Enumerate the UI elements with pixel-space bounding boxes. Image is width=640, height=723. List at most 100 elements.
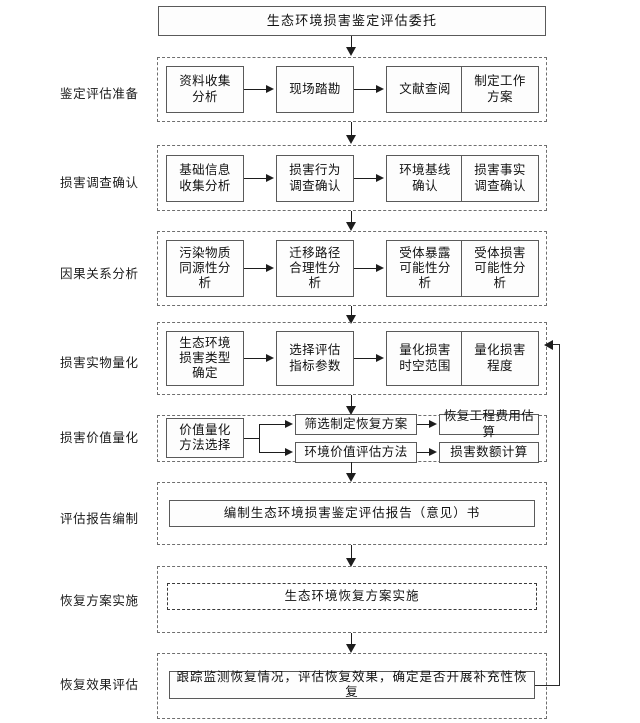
node-quantify-damage-degree: 量化损害程度 <box>461 331 539 386</box>
stage-label-report: 评估报告编制 <box>60 513 139 526</box>
node-line: 方法选择 <box>179 438 231 452</box>
stage-label-preparation: 鉴定评估准备 <box>60 88 139 101</box>
arrowhead-phy-1-2 <box>266 354 274 362</box>
node-line: 现场踏勘 <box>289 81 341 96</box>
node-line: 受体暴露 <box>399 245 451 260</box>
node-line: 方案 <box>487 89 513 104</box>
connector-phy-1-2 <box>244 358 268 360</box>
stage-label-effect-evaluation-text: 恢复效果评估 <box>60 678 139 692</box>
node-line: 调查确认 <box>289 178 341 193</box>
node-literature-review: 文献查阅 <box>386 66 464 113</box>
stage-container-report <box>157 482 547 545</box>
stage-label-value-quantification: 损害价值量化 <box>60 432 139 445</box>
connector-value-bus-vertical <box>259 424 261 453</box>
stage-label-investigation: 损害调查确认 <box>60 177 139 190</box>
node-line: 环境基线 <box>399 163 451 178</box>
node-line: 同源性分 <box>179 260 231 275</box>
node-line: 可能性分 <box>474 260 526 275</box>
node-line: 析 <box>493 276 507 291</box>
connector-prep-2-3 <box>354 89 378 91</box>
connector-value-bus-lower <box>259 452 287 454</box>
node-line: 析 <box>198 276 212 291</box>
stage-label-investigation-text: 损害调查确认 <box>60 176 139 190</box>
connector-report-to-restoration <box>351 545 353 561</box>
stage-label-physical-quantification-text: 损害实物量化 <box>60 356 139 370</box>
connector-restoration-to-cost <box>417 424 431 426</box>
node-line: 迁移路径 <box>289 245 341 260</box>
connector-prep-1-2 <box>244 89 268 91</box>
arrowhead-report-to-restoration <box>346 558 356 567</box>
connector-inv-2-3 <box>354 178 378 180</box>
node-line: 损害数额计算 <box>450 444 528 459</box>
node-line: 编制生态环境损害鉴定评估报告（意见）书 <box>223 505 481 520</box>
stage-container-restoration <box>157 566 547 633</box>
node-damage-type-determination: 生态环境损害类型确定 <box>166 331 244 386</box>
feedback-loop-top-segment <box>552 344 560 346</box>
arrowhead-prep-2-3 <box>376 85 384 93</box>
node-line: 筛选制定恢复方案 <box>304 416 408 431</box>
node-line: 合理性分 <box>289 260 341 275</box>
node-line: 确认 <box>412 178 438 193</box>
node-line: 选择评估 <box>289 343 341 358</box>
node-damage-amount-calculation: 损害数额计算 <box>439 442 539 463</box>
node-line: 污染物质 <box>179 245 231 260</box>
arrowhead-value-to-restoration-plan <box>285 420 293 428</box>
stage-label-report-text: 评估报告编制 <box>60 512 139 526</box>
node-value-quantification-method: 价值量化方法选择 <box>166 418 244 458</box>
node-line: 损害事实 <box>474 163 526 178</box>
stage-label-preparation-text: 鉴定评估准备 <box>60 87 139 101</box>
node-line: 时空范围 <box>399 358 451 373</box>
node-data-collection-analysis: 资料收集分析 <box>166 66 244 113</box>
arrowhead-feedback-loop <box>544 340 553 350</box>
node-line: 析 <box>308 276 322 291</box>
arrowhead-cau-1-2 <box>266 264 274 272</box>
arrowhead-investigation-to-causation <box>346 222 356 231</box>
arrowhead-cau-2-3 <box>376 264 384 272</box>
node-line: 价值量化 <box>179 422 231 437</box>
node-line: 调查确认 <box>474 178 526 193</box>
node-select-indicators: 选择评估指标参数 <box>276 331 354 386</box>
arrowhead-entry-to-prep <box>346 47 356 56</box>
feedback-loop-bottom-segment <box>535 685 560 687</box>
node-receptor-damage: 受体损害可能性分析 <box>461 240 539 297</box>
connector-valuation-to-amount <box>417 452 431 454</box>
node-track-monitor-restoration: 跟踪监测恢复情况，评估恢复效果，确定是否开展补充性恢复 <box>169 670 535 699</box>
connector-physical-to-value <box>351 395 353 409</box>
node-line: 确定 <box>192 366 218 381</box>
node-pollutant-homology: 污染物质同源性分析 <box>166 240 244 297</box>
connector-investigation-to-causation <box>351 211 353 225</box>
node-line: 量化损害 <box>399 343 451 358</box>
entry-node-label: 生态环境损害鉴定评估委托 <box>266 13 438 29</box>
node-environmental-baseline: 环境基线确认 <box>386 155 464 202</box>
node-env-value-assessment-method: 环境价值评估方法 <box>295 442 417 463</box>
node-compile-assessment-report: 编制生态环境损害鉴定评估报告（意见）书 <box>169 500 535 527</box>
connector-causation-to-physical <box>351 306 353 318</box>
node-line: 分析 <box>192 89 218 104</box>
arrowhead-prep-to-investigation <box>346 135 356 144</box>
arrowhead-inv-1-2 <box>266 174 274 182</box>
connector-inv-1-2 <box>244 178 268 180</box>
stage-container-preparation <box>157 57 547 122</box>
node-implement-restoration-plan: 生态环境恢复方案实施 <box>167 583 537 610</box>
stage-label-value-quantification-text: 损害价值量化 <box>60 431 139 445</box>
node-line: 生态环境 <box>179 335 231 350</box>
node-line: 收集分析 <box>179 178 231 193</box>
connector-value-to-report <box>351 462 353 476</box>
arrowhead-valuation-to-amount <box>429 448 437 456</box>
arrowhead-prep-1-2 <box>266 85 274 93</box>
connector-cau-1-2 <box>244 268 268 270</box>
feedback-loop-vertical-segment <box>559 344 561 686</box>
node-work-plan: 制定工作方案 <box>461 66 539 113</box>
stage-label-restoration: 恢复方案实施 <box>60 595 139 608</box>
node-line: 指标参数 <box>289 358 341 373</box>
node-line: 损害类型 <box>179 350 231 365</box>
stage-label-causation: 因果关系分析 <box>60 268 139 281</box>
node-line: 环境价值评估方法 <box>304 444 408 459</box>
node-screen-restoration-plan: 筛选制定恢复方案 <box>295 414 417 435</box>
stage-label-restoration-text: 恢复方案实施 <box>60 594 139 608</box>
stage-container-causation <box>157 231 547 306</box>
node-receptor-exposure: 受体暴露可能性分析 <box>386 240 464 297</box>
node-line: 损害行为 <box>289 163 341 178</box>
node-line: 制定工作 <box>474 74 526 89</box>
